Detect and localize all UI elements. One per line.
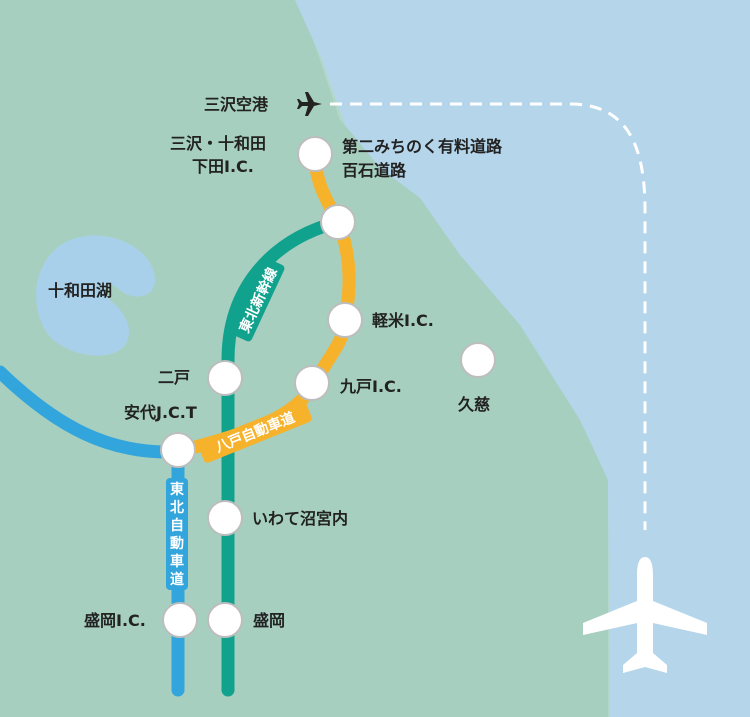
label-morioka-ic: 盛岡I.C. [84, 611, 146, 630]
label-misawa-towada-1: 三沢・十和田 [170, 134, 266, 153]
inland-region [0, 0, 608, 717]
station-iwate-numakunai[interactable] [207, 500, 243, 536]
airplane-icon [583, 557, 707, 673]
label-ashiro-jct: 安代J.C.T [124, 403, 197, 422]
station-kunohe[interactable] [294, 365, 330, 401]
label-misawa-towada-2: 下田I.C. [192, 157, 254, 176]
station-junction-north[interactable] [320, 204, 356, 240]
svg-text:東北自動車道: 東北自動車道 [170, 481, 184, 588]
label-michinoku-1: 第二みちのく有料道路 [342, 137, 503, 156]
label-misawa-airport: 三沢空港 [204, 95, 269, 114]
label-kuji: 久慈 [458, 395, 490, 414]
label-iwate-numakunai: いわて沼宮内 [252, 509, 348, 528]
station-morioka[interactable] [207, 602, 243, 638]
airplane-icon [297, 92, 322, 116]
station-kuji[interactable] [460, 342, 496, 378]
towada-lake-shape [36, 235, 155, 356]
label-michinoku-2: 百石道路 [342, 161, 407, 180]
tohoku-shinkansen-line [221, 215, 345, 697]
station-morioka-ic[interactable] [162, 602, 198, 638]
station-misawa-towada[interactable] [297, 136, 333, 172]
station-ninohe[interactable] [207, 360, 243, 396]
tohoku-expressway-label: 東北自動車道 [166, 478, 188, 590]
stations [160, 136, 496, 638]
station-karumai[interactable] [327, 302, 363, 338]
label-karumai: 軽米I.C. [372, 311, 434, 330]
label-towada-lake: 十和田湖 [48, 281, 112, 300]
label-kunohe: 九戸I.C. [339, 377, 402, 396]
flight-path [330, 102, 647, 530]
label-morioka: 盛岡 [253, 611, 285, 630]
label-ninohe: 二戸 [158, 368, 190, 387]
station-ashiro-jct[interactable] [160, 432, 196, 468]
sea-area [295, 0, 750, 717]
